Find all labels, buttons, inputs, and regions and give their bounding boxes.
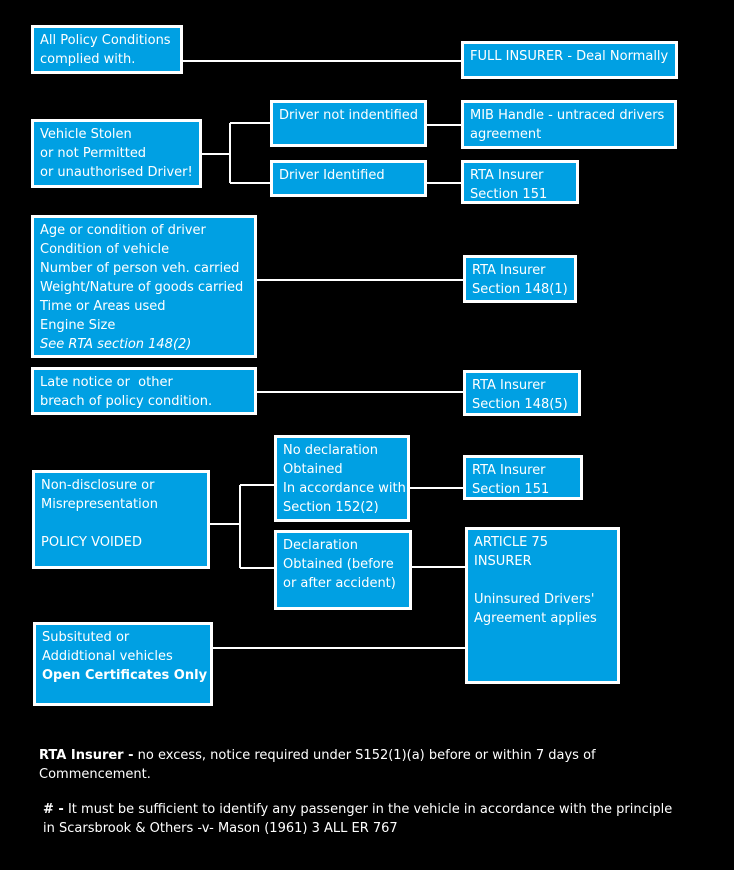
box-rta-insurer-151-a: RTA Insurer Section 151	[461, 160, 579, 204]
box-rta-insurer-148-5: RTA Insurer Section 148(5)	[463, 370, 581, 416]
note-line: RTA Insurer - no excess, notice required…	[39, 746, 699, 765]
box-article-75: ARTICLE 75 INSURER Uninsured Drivers' Ag…	[465, 527, 620, 684]
note-rta-insurer: RTA Insurer - no excess, notice required…	[39, 746, 699, 784]
box-line: FULL INSURER - Deal Normally	[470, 49, 669, 64]
box-all-policy-conditions: All Policy Conditions complied with.	[31, 25, 183, 74]
box-line: RTA Insurer	[472, 263, 546, 278]
box-line: MIB Handle - untraced drivers	[470, 108, 665, 123]
box-line: Weight/Nature of goods carried	[40, 280, 244, 295]
box-line: Driver not indentified	[279, 108, 419, 123]
box-line: Section 151	[472, 482, 550, 497]
box-line: Addidtional vehicles	[42, 649, 173, 664]
box-non-disclosure: Non-disclosure or Misrepresentation POLI…	[32, 470, 210, 569]
box-line: Section 148(5)	[472, 397, 568, 412]
box-line: In accordance with	[283, 481, 406, 496]
box-line: RTA Insurer	[472, 378, 546, 393]
note-hash: # - It must be sufficient to identify an…	[43, 800, 703, 838]
box-line: Time or Areas used	[40, 299, 166, 314]
box-line: Vehicle Stolen	[40, 127, 132, 142]
box-vehicle-stolen: Vehicle Stolen or not Permitted or unaut…	[31, 119, 202, 188]
box-line: Driver Identified	[279, 168, 385, 183]
box-substituted-vehicles: Subsituted or Addidtional vehicles Open …	[33, 622, 213, 706]
box-line: RTA Insurer	[472, 463, 546, 478]
box-line: Age or condition of driver	[40, 223, 206, 238]
box-mib-handle: MIB Handle - untraced drivers agreement	[461, 100, 677, 149]
box-line	[474, 571, 611, 590]
box-age-condition: Age or condition of driver Condition of …	[31, 215, 257, 358]
note-text: It must be sufficient to identify any pa…	[63, 802, 673, 817]
box-line: or not Permitted	[40, 146, 147, 161]
box-line: Non-disclosure or	[41, 478, 155, 493]
note-label: # -	[43, 802, 64, 817]
box-line: Uninsured Drivers'	[474, 592, 595, 607]
box-line: Section 148(1)	[472, 282, 568, 297]
box-driver-identified: Driver Identified	[270, 160, 427, 197]
box-line: Agreement applies	[474, 611, 597, 626]
box-line: Misrepresentation	[41, 497, 158, 512]
box-line: Section 152(2)	[283, 500, 379, 515]
box-driver-not-identified: Driver not indentified	[270, 100, 427, 147]
box-line: POLICY VOIDED	[41, 535, 143, 550]
box-line-italic: See RTA section 148(2)	[40, 337, 192, 352]
box-line: Condition of vehicle	[40, 242, 170, 257]
note-line: Commencement.	[39, 767, 151, 782]
box-declaration: Declaration Obtained (before or after ac…	[274, 530, 412, 610]
box-line: Section 151	[470, 187, 548, 202]
box-line: All Policy Conditions	[40, 33, 171, 48]
box-line	[41, 514, 201, 533]
note-label: RTA Insurer -	[39, 748, 134, 763]
note-line: # - It must be sufficient to identify an…	[43, 800, 703, 819]
box-line: Subsituted or	[42, 630, 130, 645]
box-line: No declaration	[283, 443, 378, 458]
box-late-notice: Late notice or other breach of policy co…	[31, 367, 257, 415]
note-text: no excess, notice required under S152(1)…	[133, 748, 596, 763]
box-line: or after accident)	[283, 576, 396, 591]
box-line: Late notice or other	[40, 375, 173, 390]
box-line: breach of policy condition.	[40, 394, 213, 409]
box-line: ARTICLE 75	[474, 535, 548, 550]
box-line: Declaration	[283, 538, 358, 553]
box-rta-insurer-151-b: RTA Insurer Section 151	[463, 455, 583, 500]
box-line: RTA Insurer	[470, 168, 544, 183]
box-line: Obtained	[283, 462, 343, 477]
note-line: in Scarsbrook & Others -v- Mason (1961) …	[43, 821, 398, 836]
box-line: Engine Size	[40, 318, 116, 333]
box-line: complied with.	[40, 52, 136, 67]
box-line: agreement	[470, 127, 542, 142]
box-rta-insurer-148-1: RTA Insurer Section 148(1)	[463, 255, 577, 303]
box-line-bold: Open Certificates Only	[42, 668, 208, 683]
box-no-declaration: No declaration Obtained In accordance wi…	[274, 435, 410, 522]
box-line: INSURER	[474, 554, 532, 569]
box-line: Number of person veh. carried	[40, 261, 240, 276]
box-line: Obtained (before	[283, 557, 394, 572]
box-line: or unauthorised Driver!	[40, 165, 193, 180]
box-full-insurer: FULL INSURER - Deal Normally	[461, 41, 678, 79]
